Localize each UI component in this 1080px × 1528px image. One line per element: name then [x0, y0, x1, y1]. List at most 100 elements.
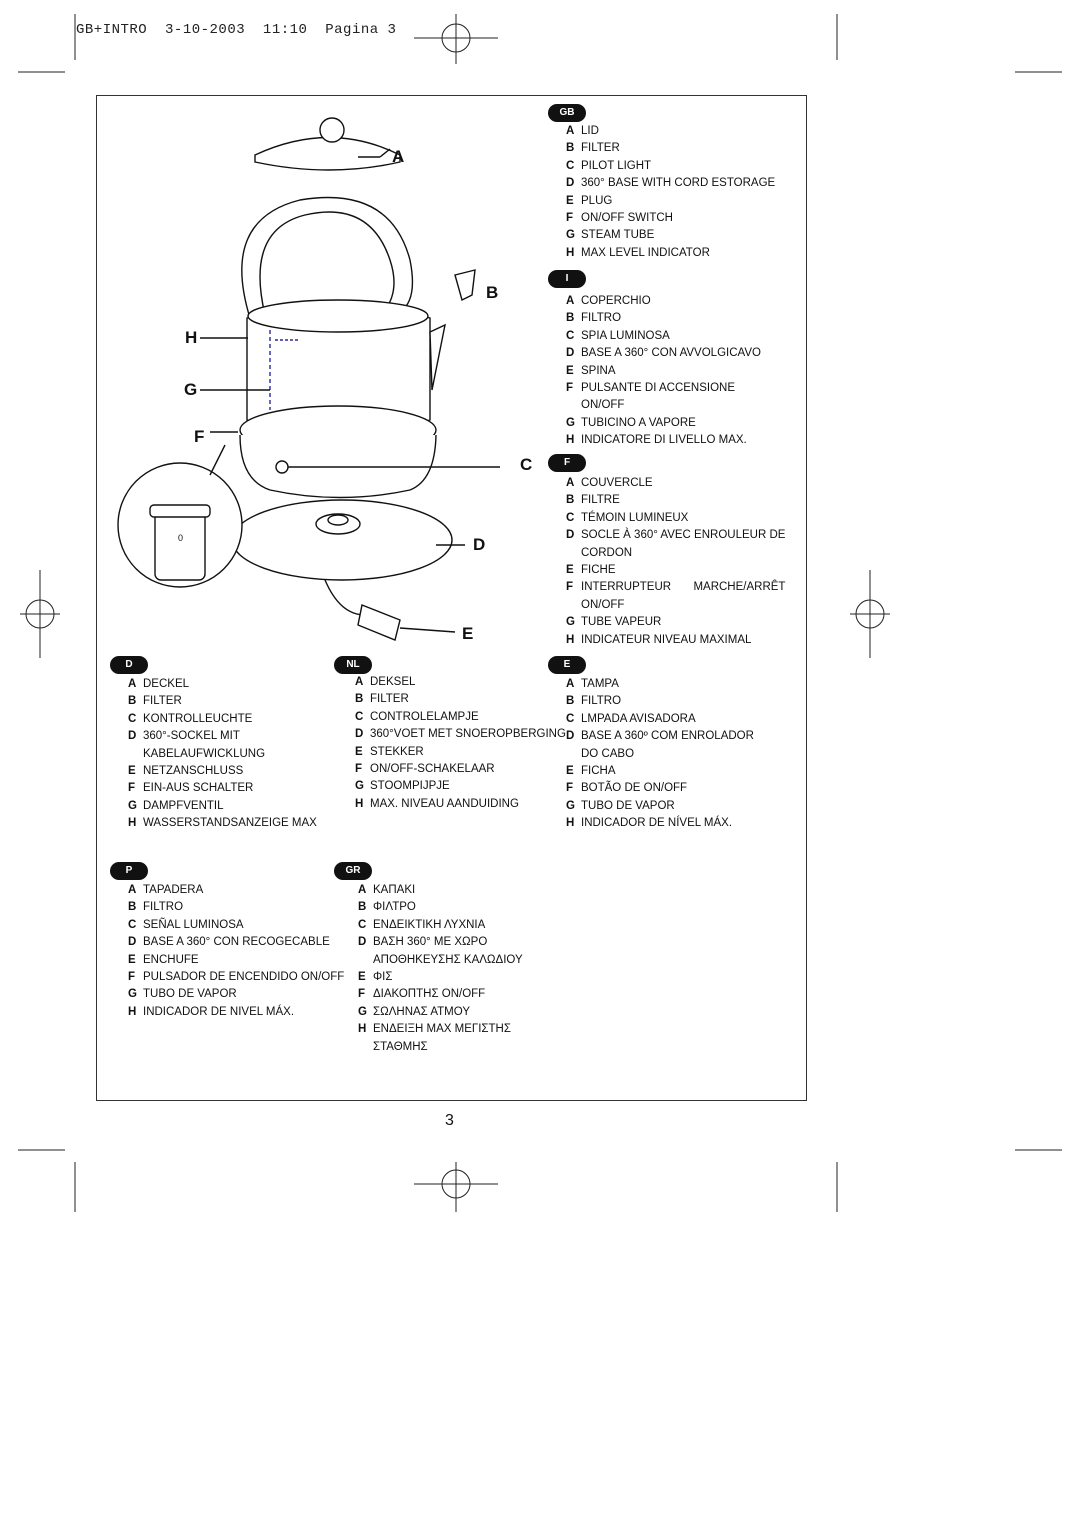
item-key: F: [128, 971, 136, 984]
item-label: ΣΩΛΗΝΑΣ ΑΤΜΟΥ: [373, 1005, 471, 1018]
lid-knob: [319, 117, 345, 143]
item-label: WASSERSTANDSANZEIGE MAX: [143, 817, 317, 830]
item-label: TUBO DE VAPOR: [143, 988, 237, 1001]
item-label: TUBICINO A VAPORE: [581, 416, 696, 429]
list-item: A LID: [566, 123, 796, 140]
item-key: G: [358, 1005, 367, 1018]
item-key: D: [358, 936, 367, 949]
item-key: G: [566, 616, 575, 629]
item-label: DECKEL: [143, 678, 190, 690]
item-label: TAMPA: [581, 678, 619, 690]
item-label: PULSANTE DI ACCENSIONE: [581, 382, 736, 395]
item-key: F: [566, 581, 574, 594]
item-key: B: [128, 901, 137, 914]
item-key: H: [566, 434, 575, 447]
item-key: F: [566, 782, 574, 795]
item-label: LID: [581, 125, 599, 137]
item-key: C: [355, 710, 364, 723]
list-item: C SPIA LUMINOSA: [566, 328, 796, 345]
badge-gb: GB: [548, 104, 586, 122]
item-key: H: [566, 246, 575, 259]
item-label: FILTRO: [581, 312, 622, 325]
callout-a: A: [392, 147, 405, 166]
item-key: D: [566, 730, 575, 743]
item-key: A: [566, 477, 575, 489]
item-label: MAX. NIVEAU AANDUIDING: [370, 797, 519, 810]
item-key: E: [128, 953, 136, 966]
item-key: B: [566, 312, 575, 325]
item-key: B: [566, 494, 575, 507]
item-label: PLUG: [581, 194, 613, 207]
item-key: C: [566, 329, 575, 342]
list-item: B FILTER: [566, 140, 796, 157]
item-label: PULSADOR DE ENCENDIDO ON/OFF: [143, 971, 345, 984]
item-label: SOCLE À 360° AVEC ENROULEUR DE: [581, 529, 786, 542]
lid: [254, 136, 401, 171]
item-key: E: [128, 765, 136, 778]
item-key: G: [566, 229, 575, 242]
item-key: E: [355, 745, 363, 758]
item-label: ENCHUFE: [143, 953, 199, 966]
item-key: C: [128, 712, 137, 725]
item-key: E: [566, 364, 574, 377]
item-label: FILTRO: [581, 695, 622, 708]
item-key: H: [566, 817, 575, 830]
item-key: C: [566, 159, 575, 172]
badge-p: P: [110, 862, 148, 880]
item-label-continued: CORDON: [581, 546, 633, 559]
item-label: ON/OFF-SCHAKELAAR: [370, 763, 495, 776]
item-label: ΕΝΔΕΙΞΗ MAX ΜΕΓΙΣΤΗΣ: [373, 1023, 511, 1036]
item-key: D: [128, 730, 137, 743]
callout-b: B: [486, 283, 499, 302]
item-label: INDICATEUR NIVEAU MAXIMAL: [581, 633, 752, 646]
item-label: FICHE: [581, 564, 616, 577]
item-key: D: [566, 347, 575, 360]
item-key: A: [566, 125, 575, 137]
item-key: G: [566, 416, 575, 429]
base: [231, 499, 453, 581]
item-key: F: [358, 988, 366, 1001]
item-key: D: [566, 529, 575, 542]
item-key: B: [566, 142, 575, 155]
item-key: G: [566, 799, 575, 812]
callout-e: E: [462, 624, 474, 643]
item-label: FILTER: [581, 142, 620, 155]
item-label: SPIA LUMINOSA: [581, 329, 670, 342]
callout-f: F: [194, 427, 205, 446]
item-label: LMPADA AVISADORA: [581, 712, 696, 725]
pilot-light: [275, 460, 289, 474]
item-label: INTERRUPTEUR MARCHE/ARRÊT: [581, 581, 786, 594]
item-key: A: [128, 678, 137, 690]
item-label: 360° BASE WITH CORD ESTORAGE: [581, 177, 776, 190]
